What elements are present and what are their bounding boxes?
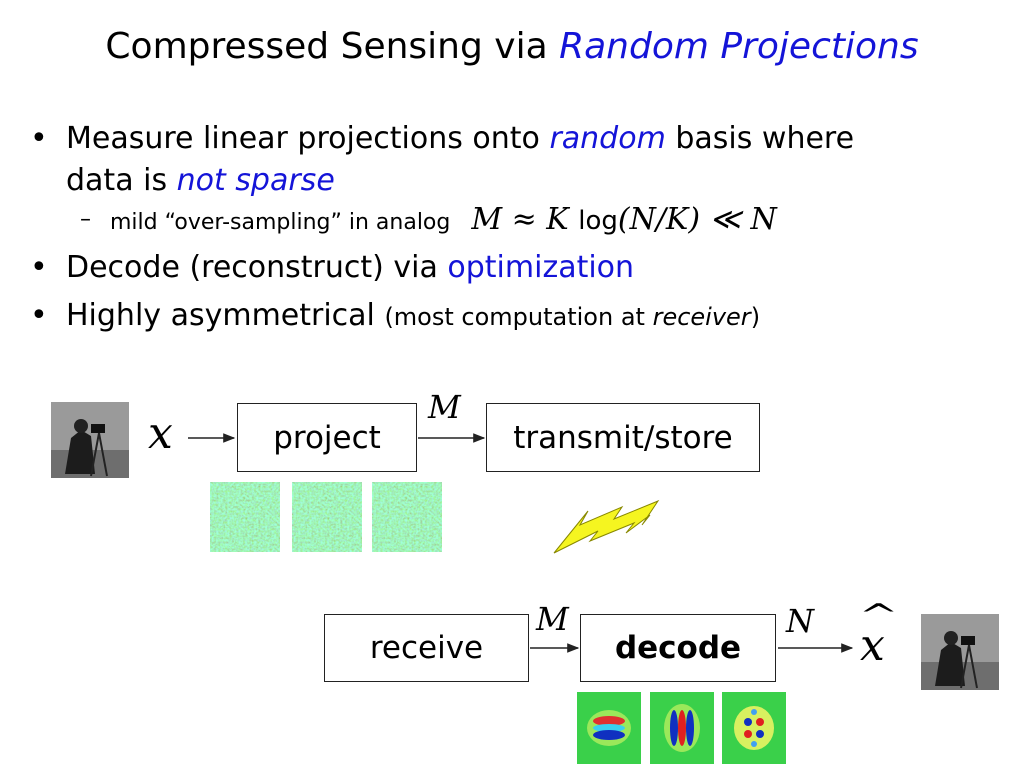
lightning-bolt-icon bbox=[553, 499, 660, 554]
random-pattern-tile-1 bbox=[210, 482, 280, 552]
random-pattern-tile-3 bbox=[372, 482, 442, 552]
arrow-receive-to-decode bbox=[530, 643, 580, 653]
wavelet-basis-tile-3 bbox=[722, 692, 786, 764]
wavelet-basis-tile-2 bbox=[650, 692, 714, 764]
project-box: project bbox=[237, 403, 417, 472]
cameraman-input-image bbox=[51, 402, 129, 478]
wavelet-basis-tile-1 bbox=[577, 692, 641, 764]
xhat-label: x ^ bbox=[858, 598, 899, 671]
arrow-x-to-project bbox=[188, 433, 236, 443]
n-label: N bbox=[786, 602, 814, 640]
keyword-not-sparse: not sparse bbox=[176, 163, 335, 198]
m-label-top: M bbox=[428, 388, 461, 426]
keyword-optimization: optimization bbox=[447, 250, 635, 285]
arrow-project-to-transmit bbox=[418, 433, 486, 443]
arrow-decode-to-xhat bbox=[778, 643, 854, 653]
measurement-formula: M ≈ K log(N/K) ≪ N bbox=[471, 202, 777, 237]
receive-box: receive bbox=[324, 614, 529, 682]
bullet-measure: • Measure linear projections onto random… bbox=[30, 121, 855, 198]
page-title: Compressed Sensing via Random Projection… bbox=[105, 26, 919, 67]
transmit-store-box: transmit/store bbox=[486, 403, 760, 472]
xhat-accent: ^ bbox=[858, 598, 899, 633]
keyword-random: random bbox=[549, 121, 666, 156]
random-pattern-tile-2 bbox=[292, 482, 362, 552]
decode-box: decode bbox=[580, 614, 776, 682]
bullet-list: • Measure linear projections onto random… bbox=[30, 118, 1010, 338]
m-label-bottom: M bbox=[536, 600, 569, 638]
title-accent: Random Projections bbox=[559, 26, 919, 67]
sub-bullet-oversampling: – mild “over-sampling” in analog M ≈ K l… bbox=[80, 202, 777, 237]
cameraman-output-image bbox=[921, 614, 999, 690]
x-label: x bbox=[148, 408, 173, 459]
bullet-decode: • Decode (reconstruct) via optimization bbox=[30, 250, 635, 285]
bullet-asymmetrical: • Highly asymmetrical (most computation … bbox=[30, 298, 761, 333]
